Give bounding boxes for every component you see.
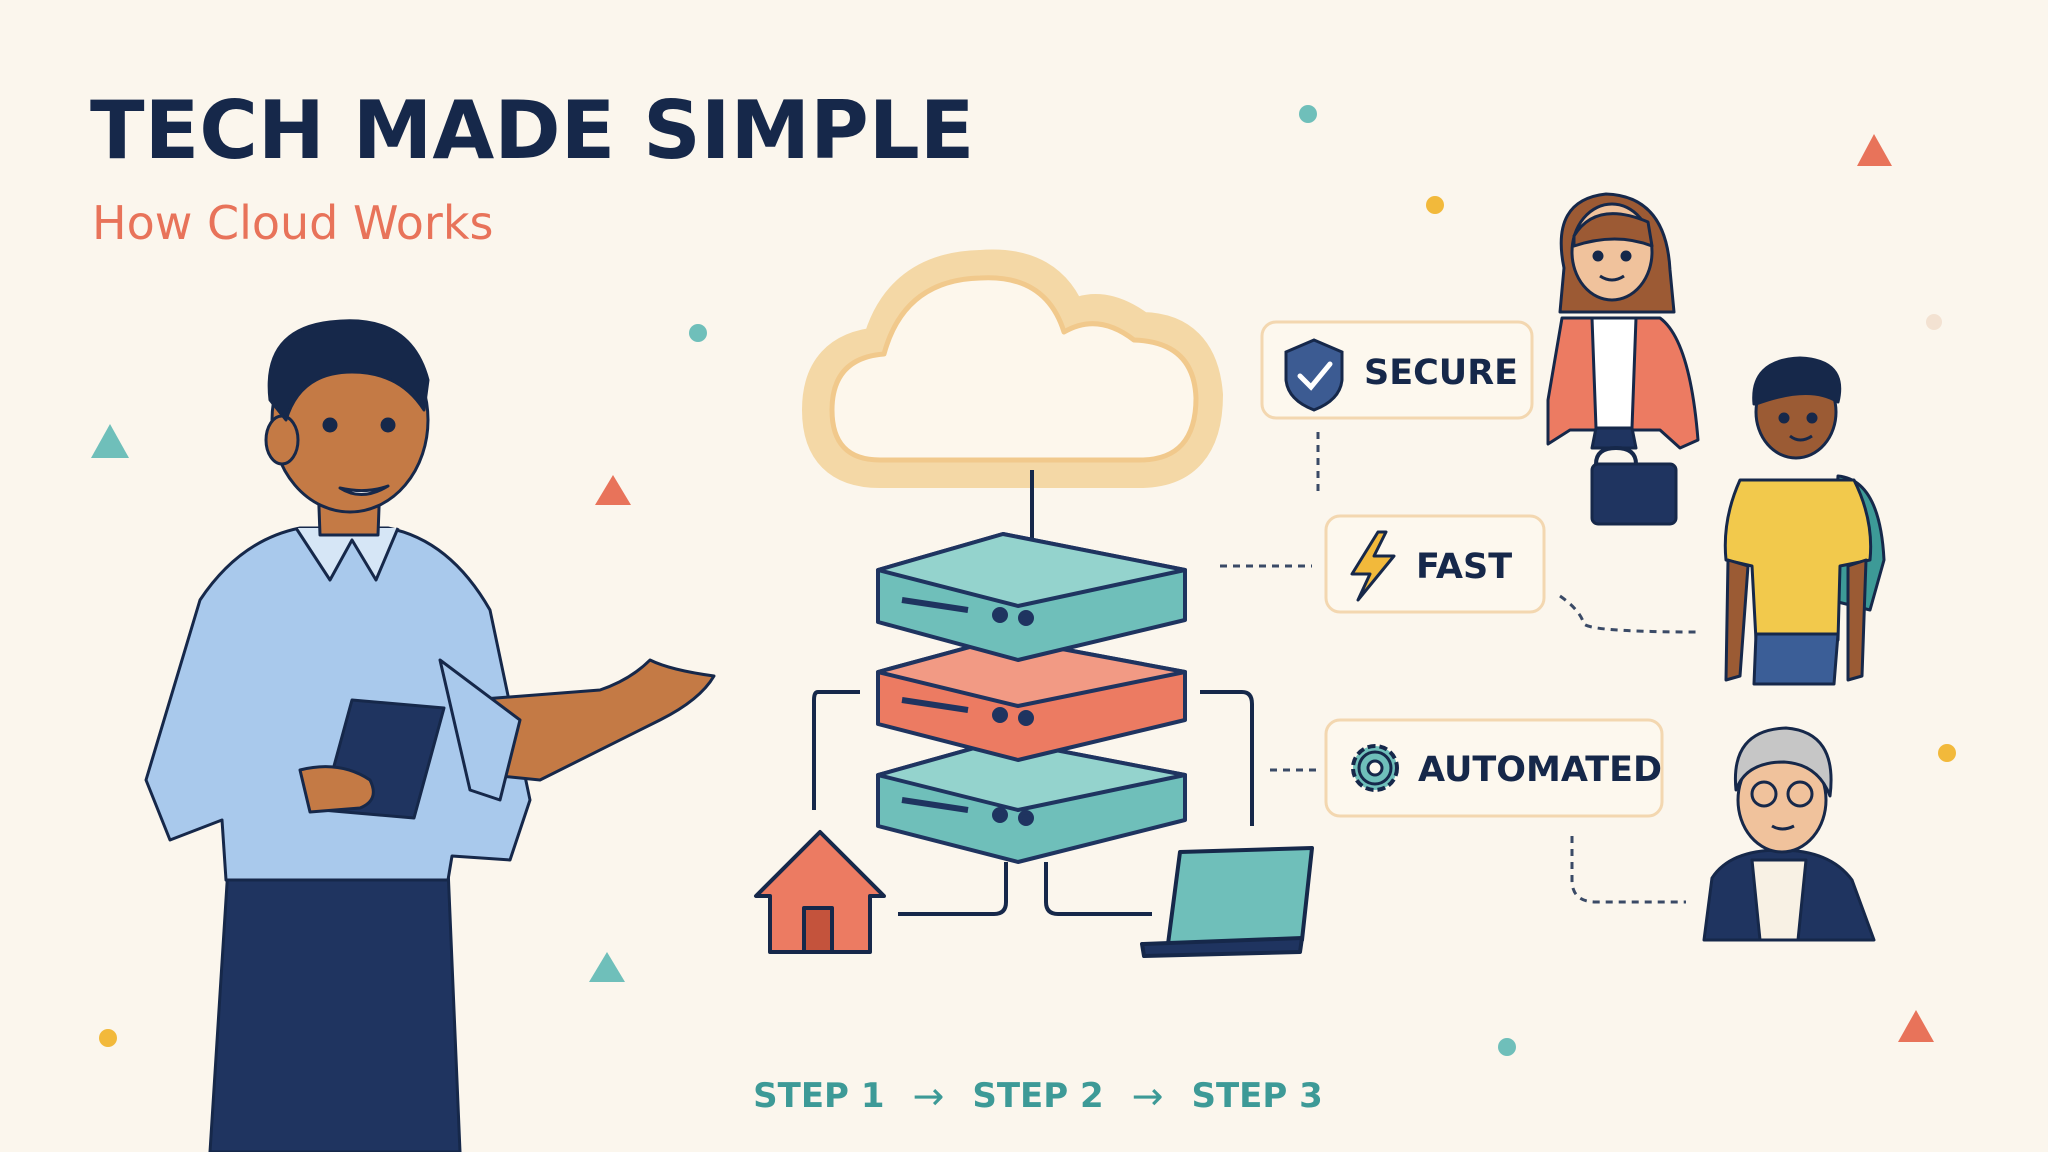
elderly-man-illustration bbox=[1702, 726, 1876, 942]
decorative-confetti bbox=[91, 105, 1956, 1056]
laptop-icon bbox=[1140, 846, 1314, 958]
presenter-illustration bbox=[144, 319, 716, 1152]
feature-badge-fast: FAST bbox=[1324, 514, 1546, 614]
step-label: STEP 1 bbox=[753, 1076, 885, 1116]
confetti-triangle bbox=[1857, 134, 1892, 166]
confetti-triangle bbox=[91, 424, 129, 458]
confetti-dot bbox=[99, 1029, 117, 1047]
page-title: TECH MADE SIMPLE bbox=[90, 84, 975, 177]
feature-label: SECURE bbox=[1364, 353, 1518, 393]
confetti-triangle bbox=[589, 952, 625, 982]
step-label: STEP 3 bbox=[1191, 1076, 1323, 1116]
businesswoman-illustration bbox=[1546, 192, 1700, 526]
step-arrow-icon: → bbox=[1131, 1074, 1164, 1118]
step-arrow-icon: → bbox=[912, 1074, 945, 1118]
feature-badge-automated: AUTOMATED bbox=[1324, 718, 1664, 818]
page-subtitle: How Cloud Works bbox=[92, 196, 494, 250]
dotted-connectors bbox=[1220, 432, 1701, 904]
lightning-bolt-icon bbox=[1350, 530, 1396, 602]
confetti-triangle bbox=[595, 475, 631, 505]
confetti-dot bbox=[1299, 105, 1317, 123]
server-stack-illustration bbox=[876, 532, 1187, 864]
network-connectors bbox=[812, 690, 1254, 916]
confetti-triangle bbox=[1898, 1010, 1934, 1042]
step-label: STEP 2 bbox=[972, 1076, 1104, 1116]
confetti-dot bbox=[1498, 1038, 1516, 1056]
feature-label: AUTOMATED bbox=[1418, 750, 1662, 790]
cloud-illustration bbox=[802, 249, 1223, 550]
step-flow: STEP 1 → STEP 2 → STEP 3 bbox=[0, 1074, 2048, 1118]
confetti-dot bbox=[1426, 196, 1444, 214]
house-icon bbox=[754, 830, 886, 954]
student-illustration bbox=[1723, 356, 1886, 686]
confetti-dot bbox=[1926, 314, 1942, 330]
feature-label: FAST bbox=[1416, 547, 1512, 587]
shield-check-icon bbox=[1284, 338, 1344, 412]
confetti-dot bbox=[1938, 744, 1956, 762]
gear-icon bbox=[1351, 744, 1399, 792]
confetti-dot bbox=[689, 324, 707, 342]
feature-badge-secure: SECURE bbox=[1260, 320, 1534, 420]
